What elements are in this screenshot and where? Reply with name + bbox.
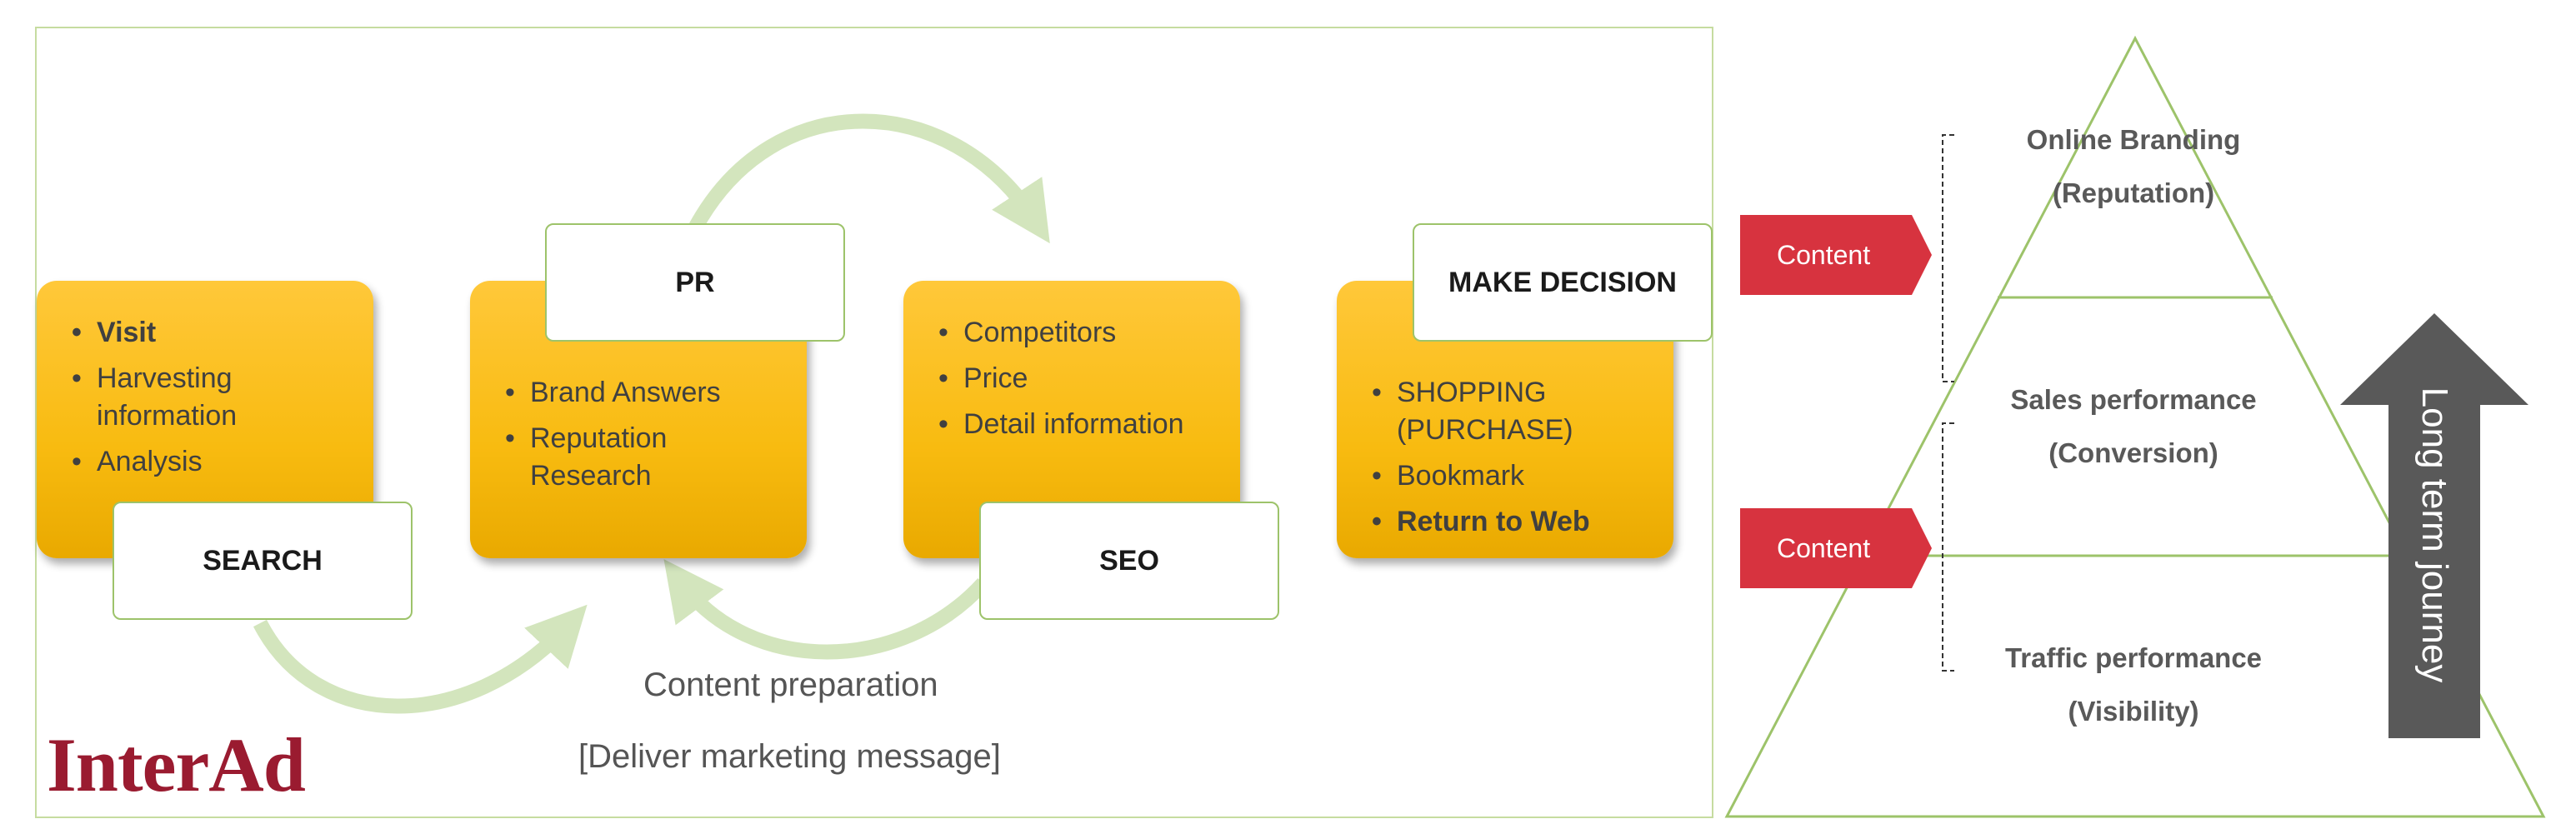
tier-branding-title: Online Branding — [2026, 124, 2241, 155]
long-term-journey-arrow — [2340, 313, 2528, 738]
bracket-bottom — [1942, 422, 1954, 672]
seo-item-price: Price — [937, 360, 1220, 397]
seo-item-detail: Detail information — [937, 406, 1220, 443]
decision-label: MAKE DECISION — [1413, 223, 1713, 342]
content-tag-bottom-label: Content — [1777, 532, 1871, 563]
tier-branding-subtitle: (Reputation) — [2052, 177, 2215, 208]
pr-label: PR — [545, 223, 845, 342]
tier-sales: Sales performance (Conversion) — [1950, 373, 2317, 480]
tier-traffic: Traffic performance (Visibility) — [1950, 632, 2317, 738]
tag-shape-bottom — [1740, 508, 1932, 588]
seo-label: SEO — [979, 502, 1279, 620]
decision-item-return: Return to Web — [1370, 503, 1662, 541]
seo-item-competitors: Competitors — [937, 314, 1220, 352]
arrow-pr-to-seo — [689, 113, 1050, 244]
arrow-seo-to-pr — [663, 559, 989, 660]
tier-branding: Online Branding (Reputation) — [1950, 113, 2317, 220]
search-item-analysis: Analysis — [70, 443, 353, 481]
tag-shape-top — [1740, 215, 1932, 295]
bracket-top — [1942, 134, 1954, 382]
process-panel — [35, 27, 1713, 818]
pyramid-outline — [1724, 35, 2546, 818]
tier-sales-subtitle: (Conversion) — [2048, 437, 2218, 468]
tier-sales-title: Sales performance — [2010, 384, 2257, 415]
interad-logo: InterAd — [47, 722, 306, 807]
content-tag-top-label: Content — [1777, 239, 1871, 270]
decision-item-bookmark: Bookmark — [1370, 457, 1662, 495]
pr-item-reputation-research: Reputation Research — [503, 420, 787, 495]
arrow-search-to-pr — [253, 604, 588, 714]
long-term-journey-label: Long term journey — [2414, 387, 2455, 683]
pr-item-brand-answers: Brand Answers — [503, 374, 787, 412]
tier-traffic-subtitle: (Visibility) — [2068, 696, 2199, 727]
search-item-visit: Visit — [70, 314, 353, 352]
search-item-harvesting: Harvesting information — [70, 360, 353, 435]
search-label: SEARCH — [113, 502, 413, 620]
decision-item-shopping: SHOPPING (PURCHASE) — [1370, 374, 1662, 449]
caption-deliver-message: [Deliver marketing message] — [578, 738, 1001, 775]
caption-content-preparation: Content preparation — [643, 667, 938, 703]
content-tag-bottom: Content — [1740, 508, 1932, 588]
content-tag-top: Content — [1740, 215, 1932, 295]
tier-traffic-title: Traffic performance — [2004, 642, 2263, 673]
